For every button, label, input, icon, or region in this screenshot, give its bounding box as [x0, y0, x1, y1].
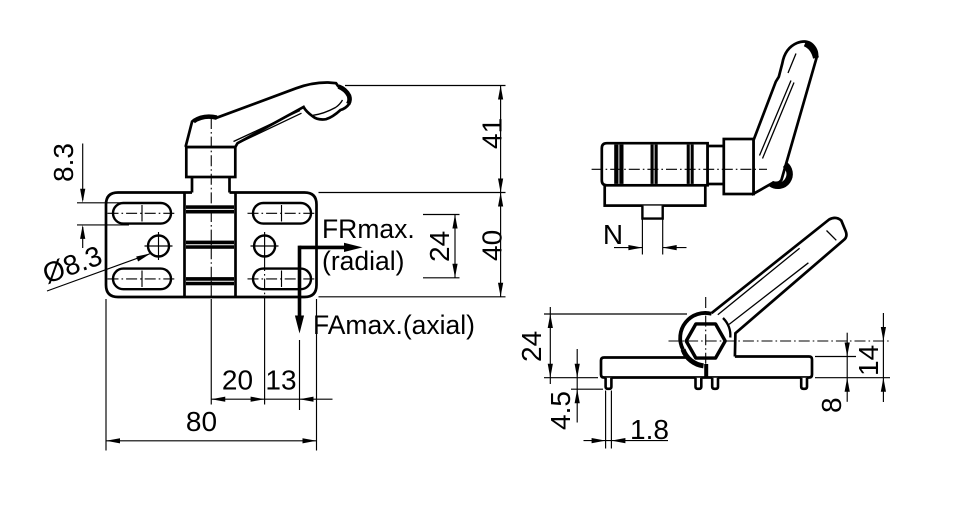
svg-text:20: 20	[222, 365, 253, 396]
svg-text:1.8: 1.8	[630, 414, 669, 445]
svg-text:FRmax.: FRmax.	[322, 214, 415, 244]
svg-text:N: N	[603, 219, 623, 250]
svg-text:4.5: 4.5	[545, 391, 576, 430]
svg-text:41: 41	[477, 118, 508, 149]
svg-text:14: 14	[853, 345, 884, 376]
svg-text:40: 40	[477, 230, 508, 261]
svg-text:80: 80	[186, 406, 217, 437]
svg-text:FAmax.(axial): FAmax.(axial)	[313, 310, 475, 340]
svg-text:8: 8	[816, 397, 847, 413]
svg-text:24: 24	[424, 231, 455, 262]
svg-text:8.3: 8.3	[48, 143, 79, 182]
svg-text:(radial): (radial)	[322, 246, 404, 276]
svg-text:13: 13	[265, 365, 296, 396]
svg-text:24: 24	[516, 331, 547, 362]
